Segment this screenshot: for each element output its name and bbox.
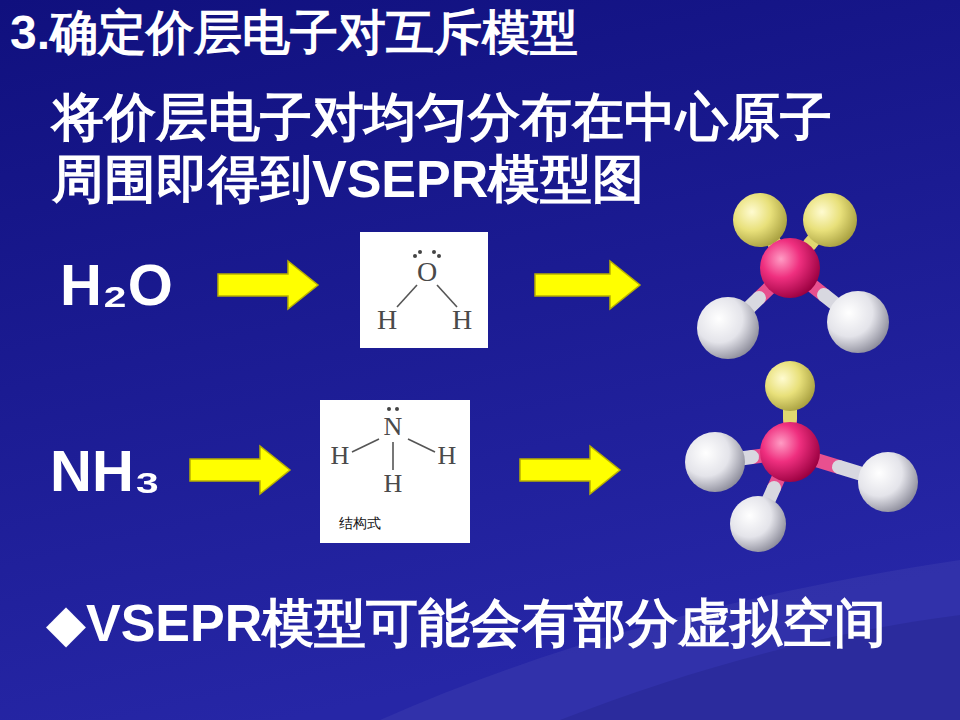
lone-pair-dot [432,250,436,254]
lone-pair-sphere [733,193,787,247]
lone-pair-sphere [803,193,857,247]
water-ball-stick-model [697,193,889,359]
ammonia-ball-stick-model [685,361,918,552]
hydrogen-sphere [697,297,759,359]
bond-line [352,439,379,452]
structure-box: NHHH结构式 [320,400,470,543]
lone-pair-sphere [765,361,815,411]
bond-line [397,285,417,307]
hydrogen-sphere [858,452,918,512]
formula-label: H₂O [60,250,173,320]
central-atom-sphere [760,238,820,298]
yellow-arrow [535,261,640,309]
atom-symbol: N [384,413,403,442]
bond-line [392,442,394,470]
atom-symbol: H [384,470,403,499]
yellow-arrow [218,261,318,309]
atom-symbol: H [377,305,397,336]
atom-symbol: O [417,257,437,288]
structure-box: OH H [360,232,488,348]
atom-symbol: H [331,442,350,471]
bullet-note: ◆VSEPR模型可能会有部分虚拟空间 [46,592,886,654]
lone-pair-dot [413,254,417,258]
lone-pair-dot [387,407,391,411]
atom-symbol: H [438,442,457,471]
lone-pair-dot [437,254,441,258]
central-atom-sphere [760,422,820,482]
yellow-arrow [520,446,620,494]
yellow-arrow [190,446,290,494]
bond-line [408,439,435,452]
hydrogen-sphere [730,496,786,552]
lone-pair-dot [395,407,399,411]
formula-label: NH₃ [50,436,161,506]
atom-symbol: H [452,305,472,336]
hydrogen-sphere [685,432,745,492]
slide-title: 3.确定价层电子对互斥模型 [10,4,578,62]
box-caption: 结构式 [339,516,381,531]
hydrogen-sphere [827,291,889,353]
lone-pair-dot [418,250,422,254]
body-text: 将价层电子对均匀分布在中心原子 周围即得到VSEPR模型图 [52,86,882,210]
